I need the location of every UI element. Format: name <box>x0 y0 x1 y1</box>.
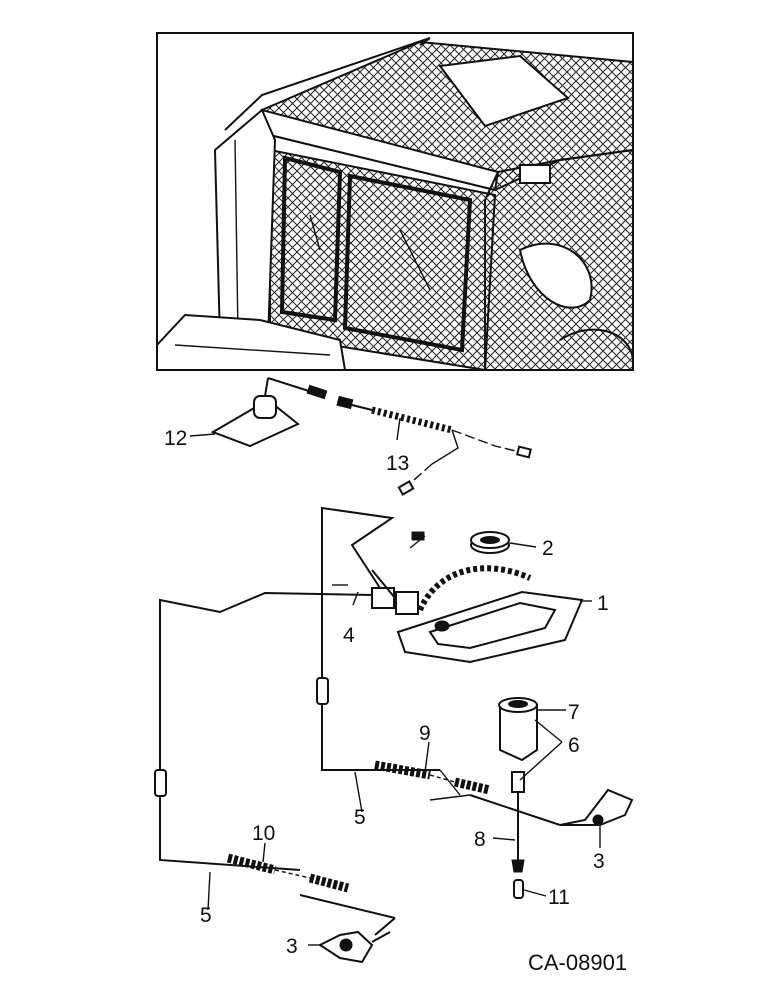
callout-12: 12 <box>164 427 187 450</box>
roof-hatch <box>438 54 570 128</box>
callout-5-lower: 5 <box>200 904 212 927</box>
cab-illustration <box>156 32 634 371</box>
part-2-grommet <box>470 531 510 554</box>
callout-13: 13 <box>386 452 409 475</box>
part-3-switch-right <box>559 788 634 826</box>
part-10-sleeve <box>226 853 396 936</box>
wiring <box>154 506 461 871</box>
part-12-switch <box>210 377 328 448</box>
callout-4: 4 <box>343 624 355 647</box>
part-13-harness <box>336 395 533 496</box>
callout-10: 10 <box>252 822 275 845</box>
part-3-switch-left <box>317 930 391 964</box>
part-1-lamp-housing <box>371 565 584 664</box>
callout-6: 6 <box>568 734 580 757</box>
part-7-bulb-socket <box>498 697 538 899</box>
callout-5-upper: 5 <box>354 806 366 829</box>
callout-labels: 12 13 2 1 4 7 6 9 5 8 3 10 11 5 3 CA-089… <box>164 427 627 975</box>
callout-3-left: 3 <box>286 935 298 958</box>
drawing-id: CA-08901 <box>528 950 627 975</box>
leader-lines <box>189 417 601 946</box>
part-9-sleeve <box>374 760 561 826</box>
callout-7: 7 <box>568 701 580 724</box>
callout-3-right: 3 <box>593 850 605 873</box>
callout-2: 2 <box>542 537 554 560</box>
callout-8: 8 <box>474 828 486 851</box>
callout-1: 1 <box>597 592 609 615</box>
callout-11: 11 <box>548 886 570 909</box>
callout-9: 9 <box>419 722 431 745</box>
